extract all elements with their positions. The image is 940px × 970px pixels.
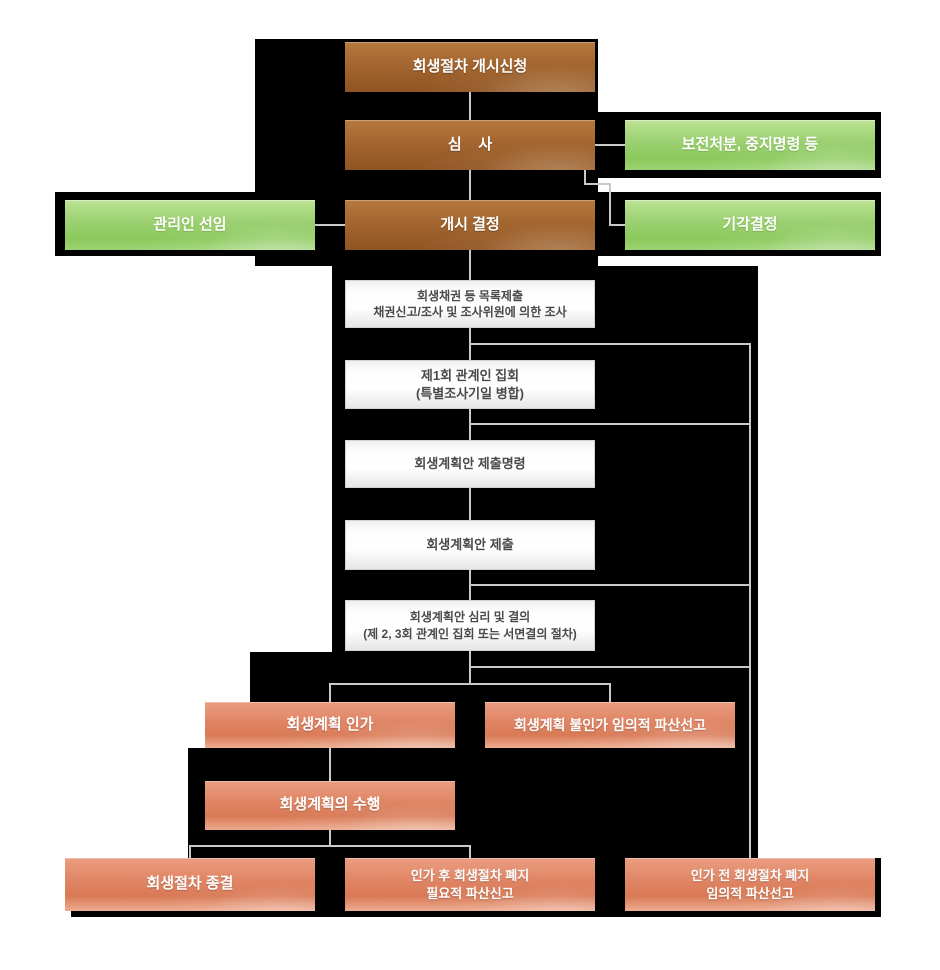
node-pre-approval-discontinuation: 인가 전 회생절차 폐지 임의적 파산선고 [625,858,875,911]
node-label: 회생계획의 수행 [279,796,381,814]
node-label: 심 사 [447,135,493,153]
connector-line [469,250,471,280]
node-label: 회생계획 불인가 임의적 파산선고 [514,716,706,733]
connector-line [469,584,751,586]
connector-line [315,224,345,226]
node-first-stakeholder-meeting: 제1회 관계인 집회 (특별조사기일 병합) [345,360,595,409]
connector-line [469,92,471,120]
node-label: 기각결정 [722,215,778,233]
connector-line [469,488,471,520]
node-label: 회생계획안 제출명령 [414,456,526,472]
connector-line [469,666,751,668]
node-plan-execution: 회생계획의 수행 [205,781,455,830]
node-claim-list-submission: 회생채권 등 목록제출 채권신고/조사 및 조사위원에 의한 조사 [345,280,595,328]
node-plan-approval: 회생계획 인가 [205,702,455,748]
node-label: 회생절차 개시신청 [412,57,528,75]
node-filing-application: 회생절차 개시신청 [345,42,595,92]
node-label: 회생절차 종결 [146,875,234,893]
connector-line [329,683,611,685]
node-label: 인가 전 회생절차 폐지 임의적 파산선고 [690,867,810,901]
connector-line [329,830,331,847]
connector-line [609,224,625,226]
connector-line [469,651,471,685]
node-label: 회생계획안 제출 [426,537,514,553]
node-plan-submission: 회생계획안 제출 [345,520,595,570]
node-plan-submission-order: 회생계획안 제출명령 [345,440,595,488]
connector-line [469,845,471,858]
node-plan-disapproval-bankruptcy: 회생계획 불인가 임의적 파산선고 [485,702,735,748]
connector-line [189,845,191,858]
connector-line [469,423,751,425]
connector-line [469,343,751,345]
connector-line [749,343,751,858]
node-commencement-decision: 개시 결정 [345,200,595,250]
node-label: 회생계획 인가 [286,715,374,733]
node-post-approval-discontinuation: 인가 후 회생절차 폐지 필요적 파산신고 [345,858,595,911]
connector-line [595,144,625,146]
connector-line [609,684,611,703]
node-label: 관리인 선임 [153,215,227,233]
node-procedure-closure: 회생절차 종결 [65,858,315,911]
node-preservation-order: 보전처분, 중지명령 등 [625,120,875,170]
node-plan-review-resolution: 회생계획안 심리 및 결의 (제 2, 3회 관계인 집회 또는 서면결의 절차… [345,600,595,651]
connector-line [584,183,611,185]
node-review: 심 사 [345,120,595,170]
connector-line [189,845,471,847]
node-label: 개시 결정 [440,215,500,233]
connector-line [329,684,331,703]
connector-line [329,748,331,781]
node-custodian-appointment: 관리인 선임 [65,200,315,250]
node-label: 보전처분, 중지명령 등 [681,135,819,153]
node-dismissal-decision: 기각결정 [625,200,875,250]
node-label: 회생계획안 심리 및 결의 (제 2, 3회 관계인 집회 또는 서면결의 절차… [363,610,577,641]
node-label: 인가 후 회생절차 폐지 필요적 파산신고 [410,867,530,901]
connector-line [469,170,471,200]
node-label: 제1회 관계인 집회 (특별조사기일 병합) [416,367,524,401]
node-label: 회생채권 등 목록제출 채권신고/조사 및 조사위원에 의한 조사 [373,288,567,319]
connector-line [584,170,586,185]
connector-line [609,183,611,226]
